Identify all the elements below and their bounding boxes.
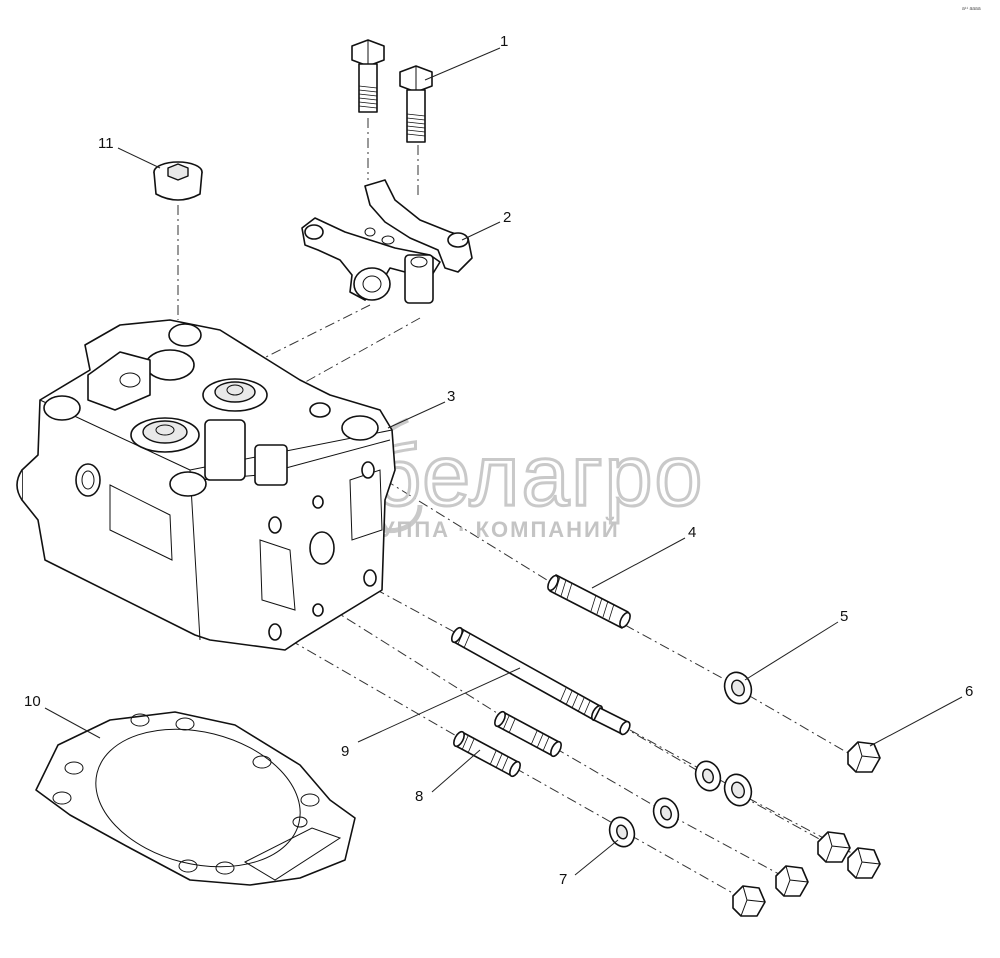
leader-lines (44, 47, 963, 876)
part-10-gasket (35, 711, 356, 886)
label-8: 8 (415, 788, 423, 805)
part-6-nut (847, 741, 881, 773)
nuts (732, 831, 881, 917)
callout-labels: 1 2 3 4 5 6 7 8 9 10 11 (24, 33, 973, 888)
part-2-rocker-arms (301, 179, 473, 304)
part-8-studs (453, 710, 562, 778)
label-5: 5 (840, 608, 848, 625)
part-5-washer (723, 671, 753, 705)
watermark: белагро ГРУППА · КОМПАНИЙ (350, 417, 704, 542)
label-3: 3 (447, 388, 455, 405)
watermark-brand: белагро (372, 428, 704, 524)
label-9: 9 (341, 743, 349, 760)
part-4-stud (547, 574, 631, 629)
label-4: 4 (688, 524, 696, 541)
part-11-plug (153, 161, 203, 201)
watermark-subtitle: ГРУППА · КОМПАНИЙ (350, 517, 620, 542)
label-2: 2 (503, 209, 511, 226)
part-7-washers (608, 760, 753, 848)
label-11: 11 (98, 135, 114, 152)
label-1: 1 (500, 33, 508, 50)
part-3-cylinder-head (16, 319, 396, 651)
label-6: 6 (965, 683, 973, 700)
corner-mark: a¹¹ aaaa (962, 6, 981, 12)
part-1-bolts (351, 39, 433, 143)
part-9-long-stud (450, 626, 631, 736)
label-7: 7 (559, 871, 567, 888)
label-10: 10 (24, 693, 41, 710)
